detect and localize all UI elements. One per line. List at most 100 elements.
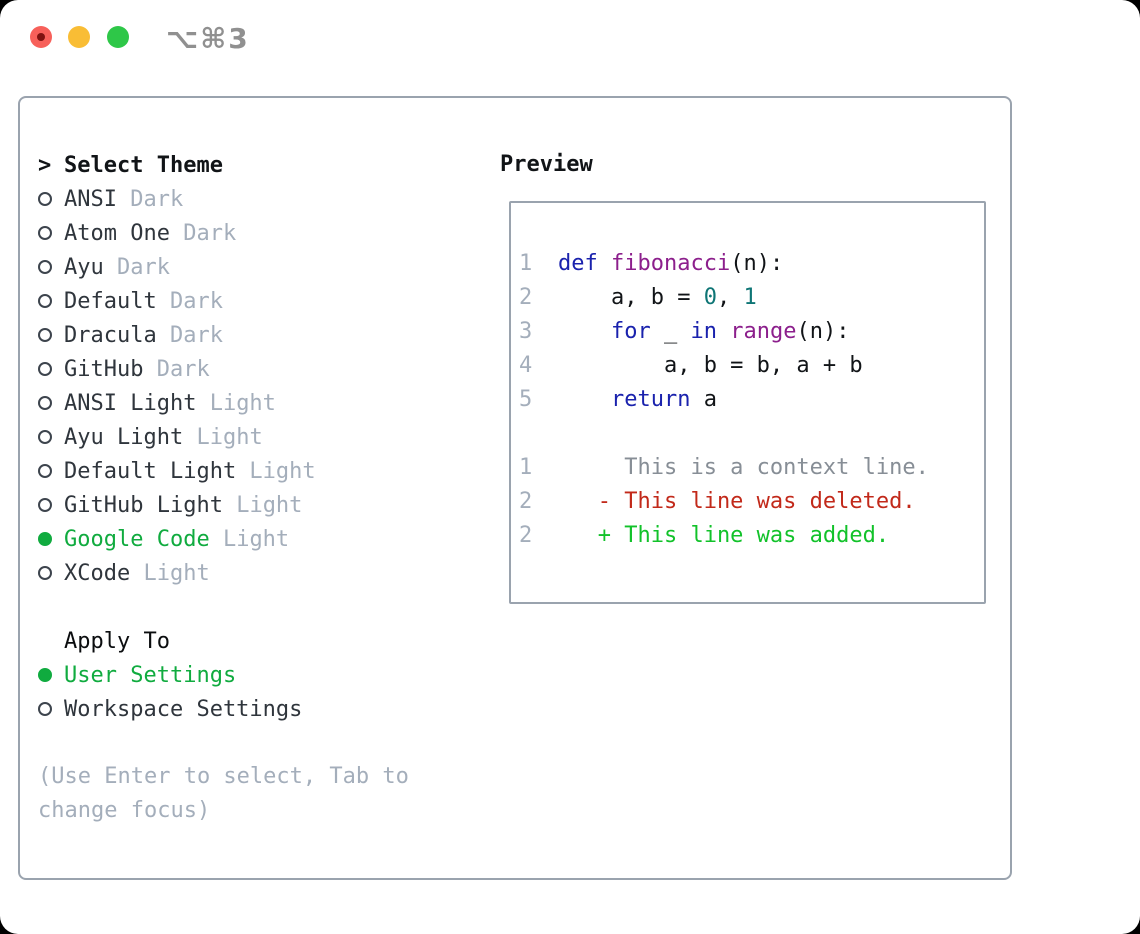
minimize-button[interactable] bbox=[68, 26, 90, 48]
theme-variant-badge: Dark bbox=[116, 186, 184, 212]
code-content: for _ in range(n): bbox=[610, 319, 850, 344]
theme-variant-badge: Dark bbox=[156, 322, 223, 348]
line-number bbox=[519, 421, 558, 455]
code-content: return a bbox=[610, 387, 717, 412]
theme-option[interactable]: ANSI Light Light bbox=[38, 386, 468, 420]
theme-option[interactable]: Atom One Dark bbox=[38, 216, 468, 250]
radio-icon bbox=[38, 566, 52, 580]
line-number: 5 bbox=[519, 387, 533, 412]
code-content: def fibonacci(n): bbox=[558, 251, 784, 276]
theme-name: ANSI Light bbox=[64, 390, 197, 416]
line-number: 2 bbox=[519, 489, 533, 514]
theme-option[interactable]: ANSI Dark bbox=[38, 182, 468, 216]
line-number: 2 bbox=[519, 285, 533, 310]
theme-name: ANSI bbox=[64, 186, 117, 212]
radio-icon bbox=[38, 498, 52, 512]
code-content: a, b = 0, 1 bbox=[558, 285, 757, 310]
radio-icon bbox=[38, 226, 52, 240]
code-content: - This line was deleted. bbox=[558, 489, 916, 514]
zoom-button[interactable] bbox=[107, 26, 129, 48]
preview-line: 2 + This line was added. bbox=[519, 523, 984, 557]
apply-option[interactable]: Workspace Settings bbox=[38, 692, 468, 726]
help-text: (Use Enter to select, Tab to change focu… bbox=[38, 764, 409, 823]
theme-list-header: Select Theme bbox=[64, 152, 223, 178]
theme-name: GitHub bbox=[64, 356, 144, 382]
theme-option[interactable]: Ayu Dark bbox=[38, 250, 468, 284]
code-content: a, b = b, a + b bbox=[558, 353, 863, 378]
radio-icon bbox=[38, 294, 52, 308]
theme-variant-badge: Light bbox=[130, 560, 210, 586]
line-number: 1 bbox=[519, 455, 533, 480]
theme-variant-badge: Light bbox=[196, 390, 276, 416]
theme-variant-badge: Dark bbox=[156, 288, 223, 314]
theme-option[interactable]: Ayu Light Light bbox=[38, 420, 468, 454]
theme-name: Atom One bbox=[64, 220, 170, 246]
theme-list-header-row: > Select Theme bbox=[38, 148, 468, 182]
radio-icon bbox=[38, 702, 52, 716]
apply-option-label: Workspace Settings bbox=[64, 696, 303, 722]
code-content: + This line was added. bbox=[558, 523, 890, 548]
theme-name: Default bbox=[64, 288, 157, 314]
apply-to-header: Apply To bbox=[64, 628, 170, 654]
apply-to-header-row: Apply To bbox=[38, 624, 468, 658]
theme-name: Default Light bbox=[64, 458, 237, 484]
apply-option[interactable]: User Settings bbox=[38, 658, 468, 692]
preview-line: 4 a, b = b, a + b bbox=[519, 353, 984, 387]
line-number: 2 bbox=[519, 523, 533, 548]
preview-line bbox=[519, 421, 984, 455]
theme-variant-badge: Light bbox=[209, 526, 290, 552]
apply-option-label: User Settings bbox=[64, 662, 237, 688]
unsaved-dot-icon bbox=[37, 33, 45, 41]
titlebar: ⌥⌘3 bbox=[0, 0, 1140, 75]
theme-variant-badge: Dark bbox=[103, 254, 170, 280]
preview-line: 2 - This line was deleted. bbox=[519, 489, 984, 523]
radio-selected-icon bbox=[38, 532, 52, 546]
radio-icon bbox=[38, 464, 52, 478]
theme-option[interactable]: GitHub Light Light bbox=[38, 488, 468, 522]
preview-header: Preview bbox=[500, 152, 593, 177]
theme-variant-badge: Light bbox=[183, 424, 263, 450]
theme-name: XCode bbox=[64, 560, 131, 586]
preview-line: 1 This is a context line. bbox=[519, 455, 984, 489]
radio-icon bbox=[38, 260, 52, 274]
radio-icon bbox=[38, 328, 52, 342]
theme-name: GitHub Light bbox=[64, 492, 223, 518]
close-button[interactable] bbox=[30, 26, 52, 48]
theme-option[interactable]: Default Dark bbox=[38, 284, 468, 318]
preview-line: 5 return a bbox=[519, 387, 984, 421]
spacer bbox=[38, 726, 468, 760]
preview-line: 2 a, b = 0, 1 bbox=[519, 285, 984, 319]
theme-option[interactable]: GitHub Dark bbox=[38, 352, 468, 386]
preview-line: 1 def fibonacci(n): bbox=[519, 251, 984, 285]
theme-option[interactable]: Default Light Light bbox=[38, 454, 468, 488]
spacer bbox=[38, 590, 468, 624]
theme-variant-badge: Light bbox=[236, 458, 316, 484]
theme-option[interactable]: XCode Light bbox=[38, 556, 468, 590]
theme-option[interactable]: Google Code Light bbox=[38, 522, 468, 556]
line-number: 3 bbox=[519, 319, 533, 344]
cursor-prompt-icon: > bbox=[38, 152, 52, 178]
theme-variant-badge: Light bbox=[222, 492, 303, 518]
preview-line: 3 for _ in range(n): bbox=[519, 319, 984, 353]
code-content: This is a context line. bbox=[558, 455, 929, 480]
theme-name: Dracula bbox=[64, 322, 157, 348]
radio-icon bbox=[38, 430, 52, 444]
theme-variant-badge: Dark bbox=[169, 220, 237, 246]
shortcut-label: ⌥⌘3 bbox=[166, 22, 250, 55]
radio-icon bbox=[38, 192, 52, 206]
line-number: 1 bbox=[519, 251, 533, 276]
theme-name: Ayu Light bbox=[64, 424, 184, 450]
radio-icon bbox=[38, 396, 52, 410]
radio-selected-icon bbox=[38, 668, 52, 682]
theme-option[interactable]: Dracula Dark bbox=[38, 318, 468, 352]
theme-variant-badge: Dark bbox=[143, 356, 210, 382]
theme-name: Google Code bbox=[64, 526, 210, 552]
radio-icon bbox=[38, 362, 52, 376]
